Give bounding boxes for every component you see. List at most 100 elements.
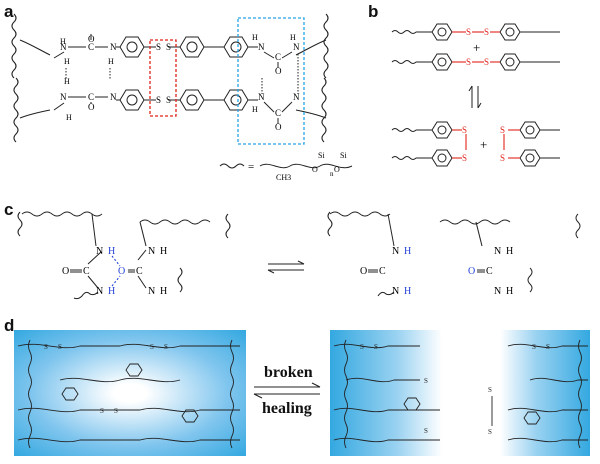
svg-text:S: S [466,57,471,67]
panel-label-b: b [368,2,379,21]
svg-text:C: C [88,42,94,52]
svg-text:Si: Si [318,151,325,160]
svg-text:n: n [330,170,334,178]
broken-label: broken [264,364,313,381]
svg-text:S: S [500,153,505,163]
svg-text:Si: Si [340,151,347,160]
svg-text:S: S [58,343,62,351]
svg-text:O: O [334,165,340,174]
svg-text:C: C [275,52,281,62]
svg-text:=: = [248,161,254,173]
panel-label-c: c [4,200,14,219]
svg-text:H: H [290,33,296,42]
healing-label: healing [262,400,312,417]
svg-text:O: O [468,266,475,277]
svg-text:H: H [404,286,411,297]
panel-label-a: a [4,2,14,21]
svg-text:S: S [462,153,467,163]
svg-text:S: S [360,343,364,351]
svg-text:O: O [275,122,282,132]
network-fragment-right [500,330,590,456]
svg-text:H: H [404,246,411,257]
svg-text:S: S [166,42,171,52]
svg-text:N: N [148,286,155,297]
svg-text:H: H [66,113,72,122]
equilibrium-arrows-b [468,85,482,109]
svg-text:S: S [484,57,489,67]
svg-text:N: N [392,286,399,297]
svg-text:H: H [506,246,513,257]
svg-text:C: C [88,92,94,102]
equilibrium-arrows-c [267,260,305,274]
svg-text:N: N [96,246,103,257]
svg-text:H: H [160,286,167,297]
svg-text:S: S [166,95,171,105]
svg-text:N: N [258,92,265,102]
svg-text:N: N [293,92,300,102]
svg-text:H: H [108,246,115,257]
svg-text:S: S [488,428,492,436]
svg-text:S: S [100,407,104,415]
svg-text:N: N [494,246,501,257]
network-fragment-left [330,330,442,456]
svg-text:H: H [252,105,258,114]
svg-text:N: N [494,286,501,297]
svg-text:H: H [506,286,513,297]
svg-text:O: O [312,165,318,174]
urea-hbond-highlight-box [237,17,305,145]
svg-text:S: S [156,95,161,105]
svg-text:S: S [488,386,492,394]
svg-text:O: O [62,266,69,277]
svg-text:S: S [466,27,471,37]
equilibrium-arrows-d [253,382,321,399]
svg-text:S: S [424,377,428,385]
svg-text:N: N [96,286,103,297]
svg-text:S: S [484,27,489,37]
svg-text:H: H [64,77,70,86]
svg-text:S: S [44,343,48,351]
disulfide-highlight-box [149,39,177,117]
svg-text:N: N [110,42,117,52]
atom-n: N [60,42,67,52]
svg-text:H: H [160,246,167,257]
svg-text:C: C [486,266,493,277]
svg-text:H: H [64,57,70,66]
svg-text:N: N [110,92,117,102]
svg-text:C: C [83,266,90,277]
svg-text:C: C [136,266,143,277]
svg-text:N: N [258,42,265,52]
svg-text:+: + [480,137,487,152]
svg-text:S: S [114,407,118,415]
svg-text:S: S [150,343,154,351]
svg-text:O: O [118,266,125,277]
svg-text:H: H [108,286,115,297]
svg-text:H: H [252,33,258,42]
svg-text:N: N [148,246,155,257]
svg-text:S: S [546,343,550,351]
svg-text:CH3: CH3 [276,173,291,182]
svg-text:O: O [275,66,282,76]
svg-text:+: + [473,40,480,55]
svg-text:H: H [60,37,66,46]
svg-text:N: N [60,92,67,102]
svg-text:N: N [293,42,300,52]
svg-text:O: O [360,266,367,277]
svg-text:S: S [156,42,161,52]
svg-text:S: S [374,343,378,351]
svg-text:S: S [500,125,505,135]
svg-text:N: N [392,246,399,257]
network-intact [14,330,246,456]
svg-text:S: S [532,343,536,351]
svg-text:H: H [108,57,114,66]
svg-text:C: C [379,266,386,277]
svg-text:S: S [164,343,168,351]
svg-text:O: O [88,102,95,112]
svg-text:S: S [424,427,428,435]
svg-text:S: S [462,125,467,135]
svg-text:C: C [275,108,281,118]
